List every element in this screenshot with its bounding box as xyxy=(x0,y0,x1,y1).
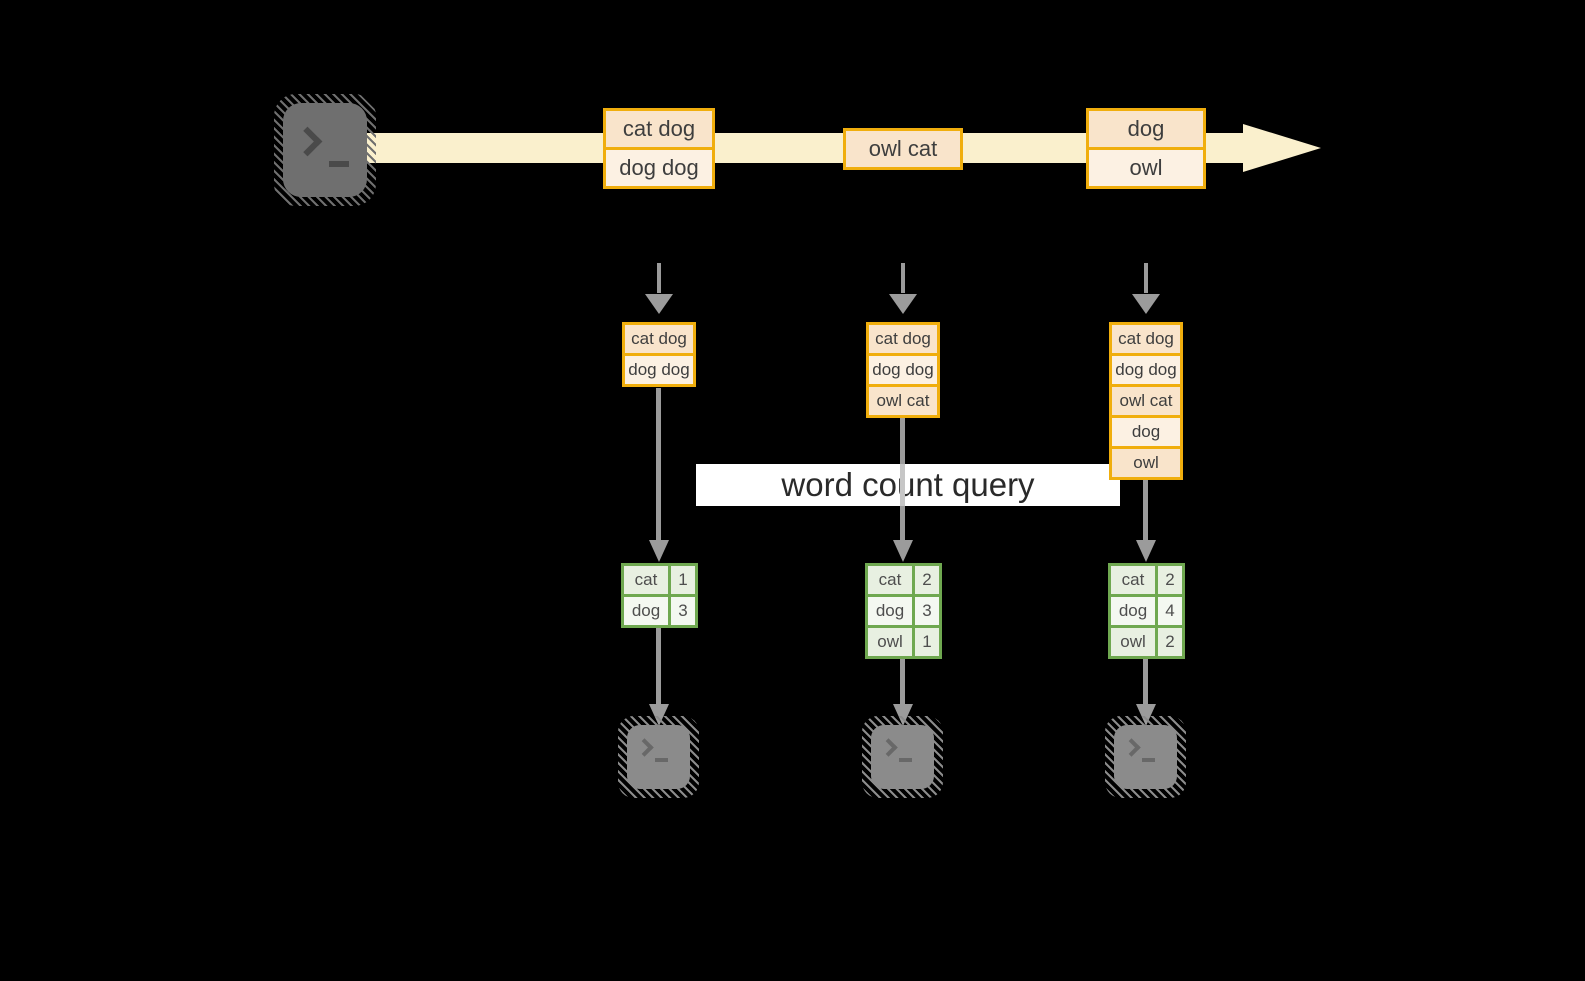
queue-line: dog dog xyxy=(1112,356,1180,384)
queue-line: cat dog xyxy=(1112,325,1180,353)
count-word-cell: owl xyxy=(868,628,912,656)
query-arrow-head-icon xyxy=(1136,540,1156,562)
ingest-arrow-head-icon xyxy=(889,294,917,314)
count-value-cell: 2 xyxy=(915,566,939,594)
accumulated-input-3: cat dog dog dog owl cat dog owl xyxy=(1109,322,1183,480)
query-arrow-line xyxy=(1143,479,1148,542)
source-terminal-icon xyxy=(274,94,376,206)
result-arrow-line xyxy=(900,659,905,706)
count-value-cell: 4 xyxy=(1158,597,1182,625)
count-word-cell: cat xyxy=(1111,566,1155,594)
query-arrow-head-icon xyxy=(649,540,669,562)
count-word-cell: dog xyxy=(1111,597,1155,625)
queue-line: dog dog xyxy=(625,356,693,384)
count-value-cell: 2 xyxy=(1158,566,1182,594)
count-value-cell: 1 xyxy=(915,628,939,656)
ingest-arrow-head-icon xyxy=(1132,294,1160,314)
prompt-chevron-icon xyxy=(1122,738,1141,757)
stream-arrowhead-icon xyxy=(1243,124,1321,172)
ingest-arrow-line xyxy=(1144,263,1148,293)
prompt-underscore-icon xyxy=(899,758,912,762)
prompt-underscore-icon xyxy=(1142,758,1155,762)
query-arrow-line xyxy=(656,388,661,542)
query-label: word count query xyxy=(696,464,1120,506)
count-value-cell: 3 xyxy=(915,597,939,625)
queue-line: dog xyxy=(1112,418,1180,446)
ingest-arrow-head-icon xyxy=(645,294,673,314)
word-count-table-2: cat 2 dog 3 owl 1 xyxy=(865,563,942,659)
stream-batch-1: cat dog dog dog xyxy=(603,108,715,189)
count-word-cell: cat xyxy=(624,566,668,594)
accumulated-input-2: cat dog dog dog owl cat xyxy=(866,322,940,418)
batch-line: dog xyxy=(1089,111,1203,147)
stream-batch-2: owl cat xyxy=(843,128,963,170)
count-word-cell: cat xyxy=(868,566,912,594)
count-word-cell: owl xyxy=(1111,628,1155,656)
prompt-underscore-icon xyxy=(655,758,668,762)
sink-terminal-icon xyxy=(1105,716,1186,798)
count-value-cell: 2 xyxy=(1158,628,1182,656)
batch-line: owl xyxy=(1089,150,1203,186)
queue-line: owl xyxy=(1112,449,1180,477)
prompt-chevron-icon xyxy=(879,738,898,757)
result-arrow-line xyxy=(1143,659,1148,706)
queue-line: cat dog xyxy=(625,325,693,353)
count-value-cell: 3 xyxy=(671,597,695,625)
count-word-cell: dog xyxy=(624,597,668,625)
batch-line: dog dog xyxy=(606,150,712,186)
sink-terminal-icon xyxy=(862,716,943,798)
count-word-cell: dog xyxy=(868,597,912,625)
result-arrow-line xyxy=(656,628,661,706)
word-count-table-3: cat 2 dog 4 owl 2 xyxy=(1108,563,1185,659)
queue-line: dog dog xyxy=(869,356,937,384)
ingest-arrow-line xyxy=(657,263,661,293)
sink-terminal-icon xyxy=(618,716,699,798)
count-value-cell: 1 xyxy=(671,566,695,594)
prompt-chevron-icon xyxy=(635,738,654,757)
queue-line: cat dog xyxy=(869,325,937,353)
batch-line: cat dog xyxy=(606,111,712,147)
stream-batch-3: dog owl xyxy=(1086,108,1206,189)
prompt-underscore-icon xyxy=(329,161,349,167)
batch-line: owl cat xyxy=(846,131,960,167)
accumulated-input-1: cat dog dog dog xyxy=(622,322,696,387)
query-arrow-head-icon xyxy=(893,540,913,562)
word-count-table-1: cat 1 dog 3 xyxy=(621,563,698,628)
queue-line: owl cat xyxy=(869,387,937,415)
queue-line: owl cat xyxy=(1112,387,1180,415)
query-arrow-through-label xyxy=(900,464,905,506)
prompt-chevron-icon xyxy=(292,126,323,157)
ingest-arrow-line xyxy=(901,263,905,293)
